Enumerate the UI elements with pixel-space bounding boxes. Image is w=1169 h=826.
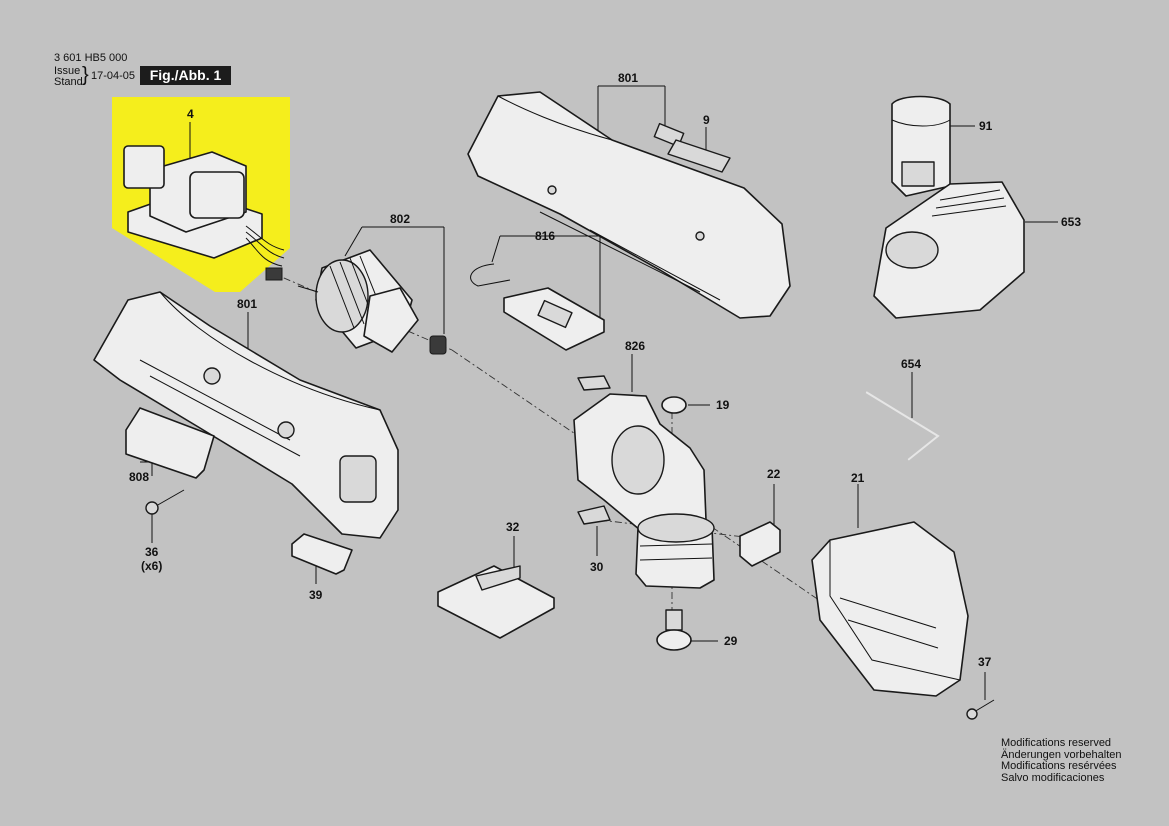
callout-labels: 4 801 9 91 653 802 816 801 826 654 19 80… <box>129 71 1081 669</box>
callout-801-top: 801 <box>618 71 638 85</box>
notice-es: Salvo modificaciones <box>1001 771 1105 784</box>
callout-36: 36 <box>145 545 159 559</box>
callout-22: 22 <box>767 467 781 481</box>
part-37-screw <box>966 699 995 720</box>
stand-label: Stand <box>54 76 83 88</box>
part-19-cap <box>661 396 687 414</box>
part-32-bracket <box>437 565 555 639</box>
doc-number: 3 601 HB5 000 <box>54 52 128 64</box>
callout-37: 37 <box>978 655 992 669</box>
part-22-lever <box>739 521 781 567</box>
issue-label: Issue <box>54 65 81 77</box>
issue-date: 17-04-05 <box>91 70 136 82</box>
callout-32: 32 <box>506 520 520 534</box>
callout-816: 816 <box>535 229 555 243</box>
part-39-label <box>291 533 353 575</box>
callout-653: 653 <box>1061 215 1081 229</box>
figure-label: Fig./Abb. 1 <box>140 66 231 85</box>
callout-29: 29 <box>724 634 738 648</box>
callout-654: 654 <box>901 357 921 371</box>
callout-36-quantity: (x6) <box>141 559 162 573</box>
callout-801-left: 801 <box>237 297 257 311</box>
callout-19: 19 <box>716 398 730 412</box>
callout-802: 802 <box>390 212 410 226</box>
callout-21: 21 <box>851 471 865 485</box>
part-816-clip <box>470 263 605 351</box>
callout-9: 9 <box>703 113 710 127</box>
notice-de: Änderungen vorbehalten <box>1001 748 1122 761</box>
part-29-flange <box>656 609 692 651</box>
modifications-notice: Modifications reserved Änderungen vorbeh… <box>1001 737 1122 784</box>
part-802-armature <box>297 249 447 355</box>
callout-826: 826 <box>625 339 645 353</box>
callout-4: 4 <box>187 107 194 121</box>
part-808-label <box>125 407 215 479</box>
part-36-screw <box>145 489 185 515</box>
part-91-battery <box>891 95 951 197</box>
part-801-housing-left <box>93 291 399 539</box>
notice-en: Modifications reserved <box>1001 737 1112 749</box>
callout-39: 39 <box>309 588 323 602</box>
notice-fr: Modifications resérvées <box>1001 760 1117 773</box>
part-801-housing-top <box>467 91 791 319</box>
part-654-hex-key <box>865 391 940 461</box>
brace-glyph: } <box>82 64 89 86</box>
part-4-switch <box>123 145 285 281</box>
part-21-cover <box>811 521 969 697</box>
callout-30: 30 <box>590 560 604 574</box>
part-826-gear-head <box>573 375 715 589</box>
part-653-charger <box>873 181 1025 319</box>
callout-808: 808 <box>129 470 149 484</box>
callout-91: 91 <box>979 119 993 133</box>
